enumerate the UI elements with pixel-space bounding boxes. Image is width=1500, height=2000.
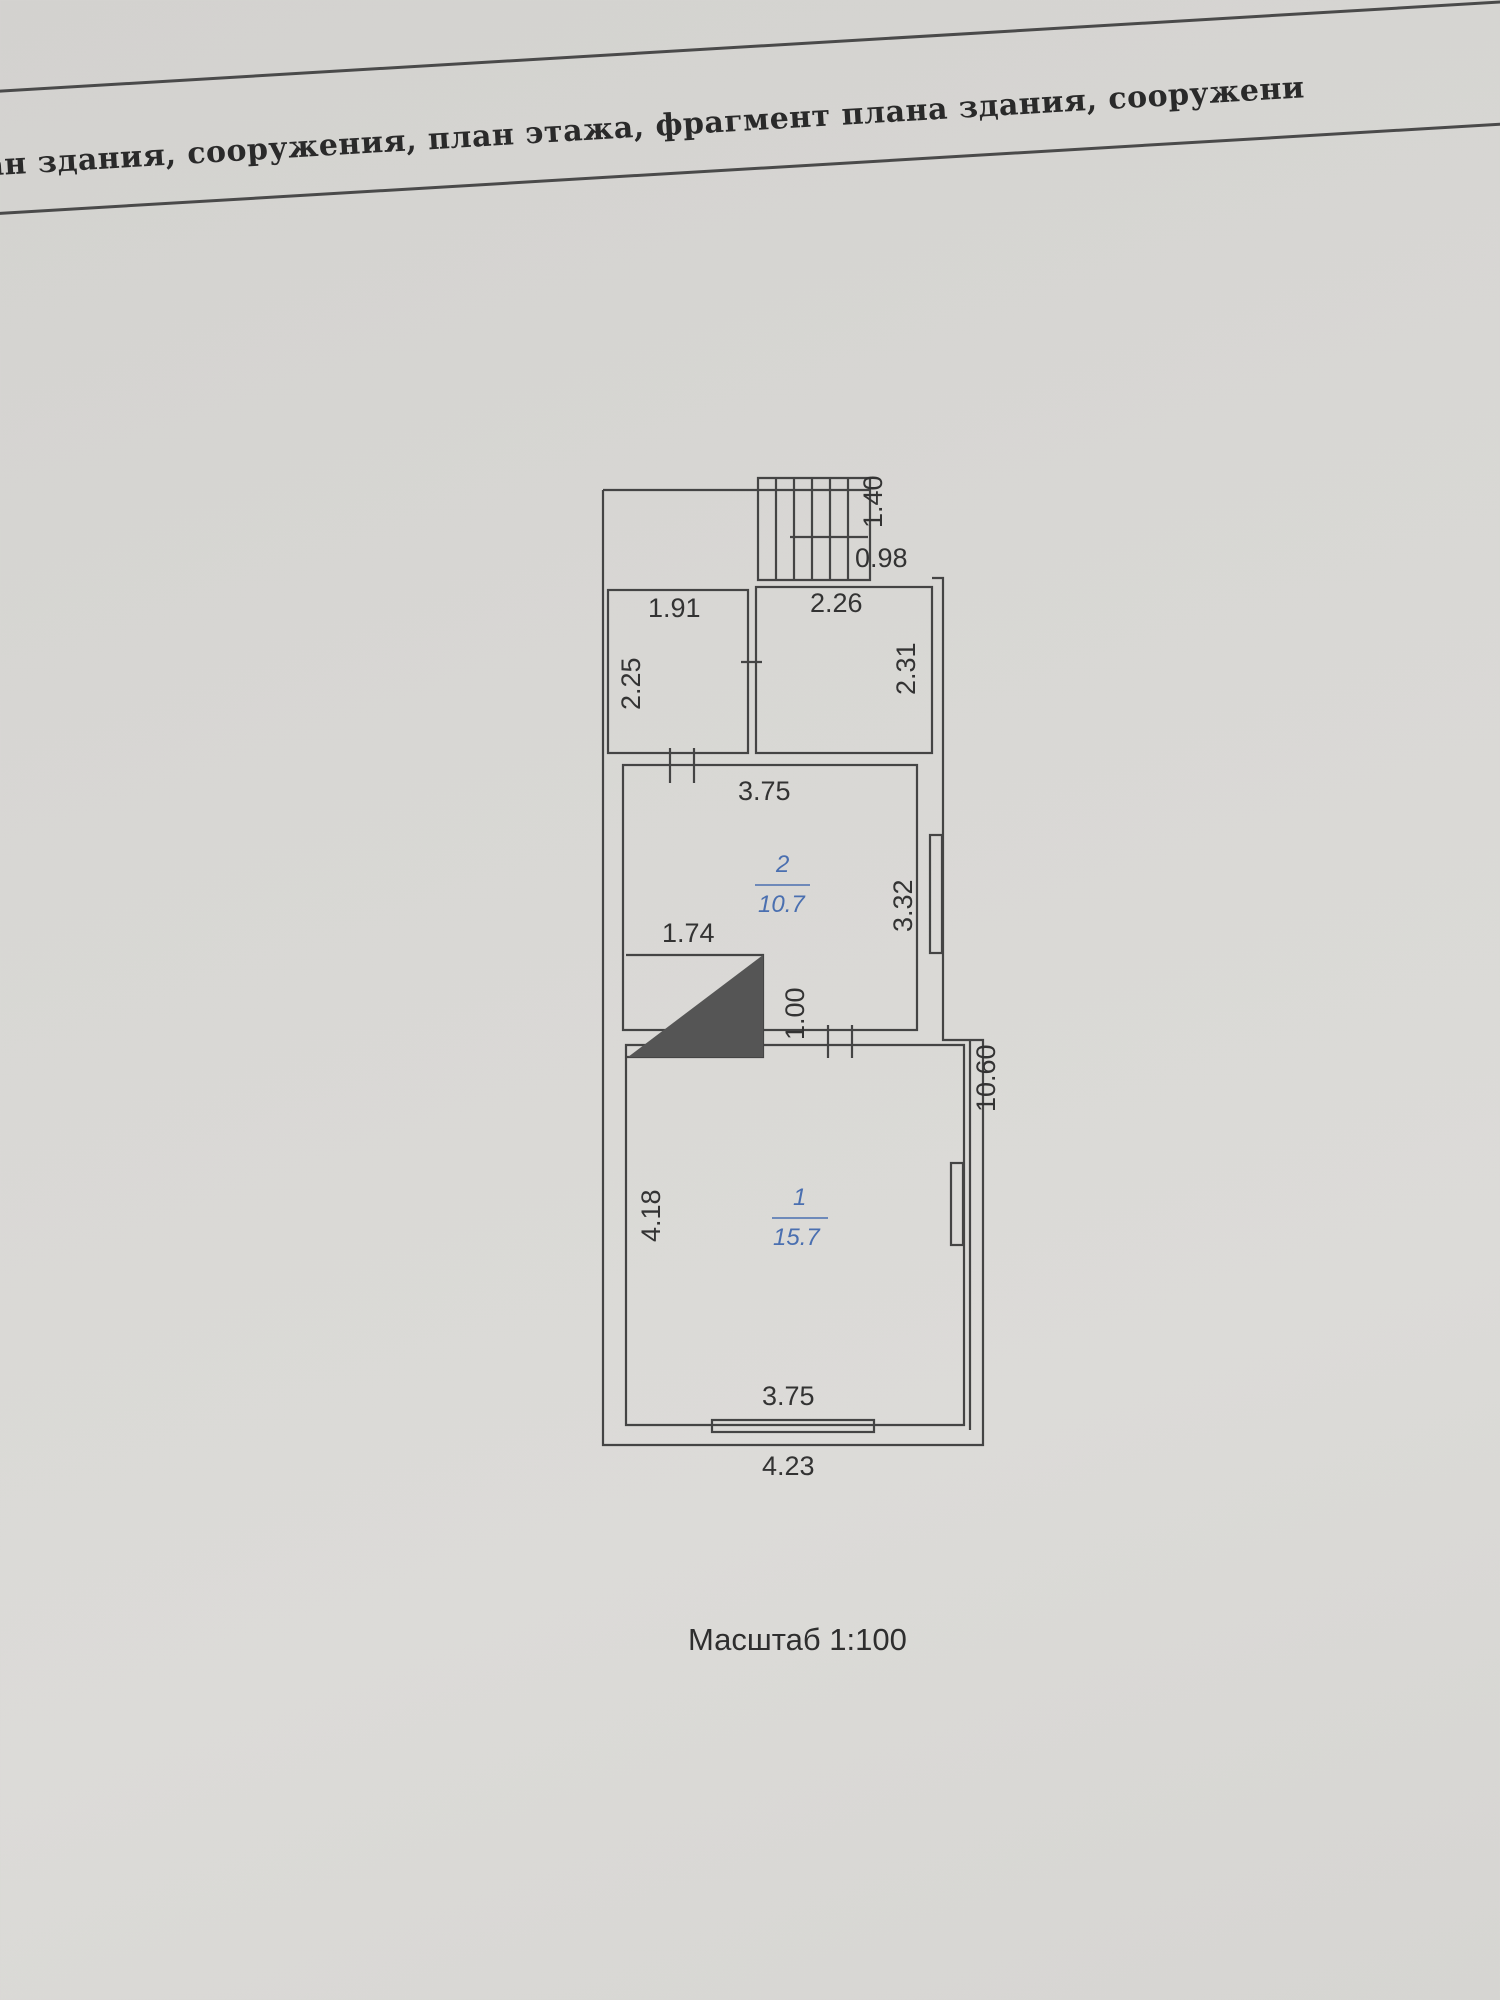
dim-total-length: 10.60 <box>971 1044 1001 1112</box>
dim-porch-left-depth: 2.25 <box>616 657 646 710</box>
outer-wall <box>601 760 985 1447</box>
room-2-area: 10.7 <box>758 891 806 918</box>
room-2 <box>621 763 919 1032</box>
stairwell-fill <box>628 955 763 1057</box>
dim-porch-right-width: 2.26 <box>810 588 863 618</box>
dim-porch-left-width: 1.91 <box>648 593 701 623</box>
dim-outer-width: 4.23 <box>762 1451 815 1481</box>
dim-stairwell-depth: 1.00 <box>780 987 810 1040</box>
dim-room1-depth: 4.18 <box>636 1189 666 1242</box>
dim-porch-right-depth: 2.31 <box>891 642 921 695</box>
stair-box <box>756 476 872 582</box>
dim-room2-depth: 3.32 <box>888 879 918 932</box>
porch-left <box>606 588 750 755</box>
window-room2 <box>928 833 944 955</box>
dim-room2-width: 3.75 <box>738 776 791 806</box>
room-1-number: 1 <box>793 1184 806 1211</box>
window-front <box>710 1418 876 1434</box>
room-2-number: 2 <box>775 851 789 878</box>
scale-label: Масштаб 1:100 <box>688 1622 907 1657</box>
window-room1 <box>949 1161 965 1247</box>
dim-room1-width: 3.75 <box>762 1381 815 1411</box>
dim-stairwell-width: 1.74 <box>662 918 715 948</box>
porch-right <box>754 585 934 755</box>
porch-outer-right <box>932 576 945 760</box>
room-1-area: 15.7 <box>773 1224 821 1251</box>
dim-stair-length: 1.40 <box>858 475 888 528</box>
dim-stair-width: 0.98 <box>855 543 908 573</box>
